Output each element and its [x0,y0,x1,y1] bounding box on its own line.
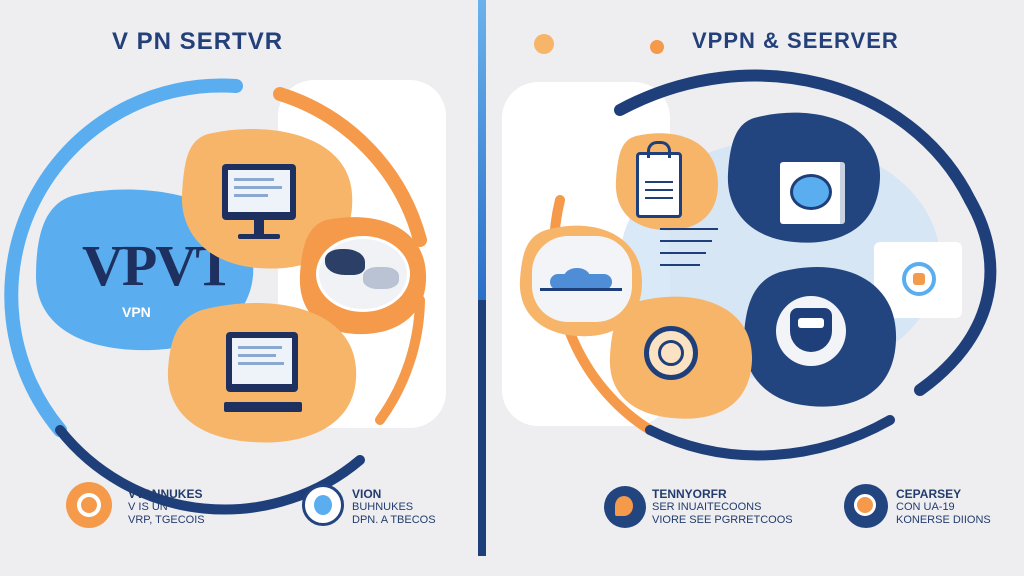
caption-1-icon [66,482,112,528]
badge-icon [790,174,832,210]
orange-dot-2 [650,40,664,54]
left-title: V PN SERTVR [112,28,284,55]
caption-4-line-2: CON UA-19 [896,501,955,513]
monitor-stand [254,220,264,234]
orange-dot-1 [534,34,554,54]
caption-3-line-3: VIORE SEE PGRRETCOOS [652,514,793,526]
cloud-icon [540,268,622,291]
lock-document-icon [636,141,682,218]
data-lines [660,228,720,266]
center-divider [478,0,486,556]
monitor-base [238,234,280,239]
caption-2-line-3: DPN. A TBECOS [352,514,436,526]
caption-3-line-1: TENNYORFR [652,487,727,501]
caption-4-line-3: KONERSE DIIONS [896,514,991,526]
caption-4: CEPARSEY CON UA-19 KONERSE DIIONS [896,488,991,527]
key-icon [644,326,698,380]
caption-2: VION BUHNUKES DPN. A TBECOS [352,488,436,527]
caption-1-line-1: VVANNUKES [128,487,203,501]
vpn-small-label: VPN [122,304,151,320]
chat-icon [902,262,936,296]
caption-4-icon [844,484,888,528]
caption-2-icon [302,484,344,526]
laptop-icon [226,332,298,392]
right-title: VPPN & SEERVER [692,28,899,53]
caption-3-line-2: SER INUAITECOONS [652,501,762,513]
caption-3: TENNYORFR SER INUAITECOONS VIORE SEE PGR… [652,488,793,527]
caption-1: VVANNUKES V IS UN VRP, TGECOIS [128,488,205,527]
shield-icon [776,296,846,366]
caption-2-line-2: BUHNUKES [352,501,414,513]
caption-1-line-3: VRP, TGECOIS [128,514,205,526]
caption-2-line-1: VION [352,487,382,501]
caption-1-line-2: V IS UN [128,501,168,513]
caption-4-line-1: CEPARSEY [896,487,962,501]
left-ring [4,78,427,515]
caption-3-icon [604,486,646,528]
globe-icon [316,236,410,312]
monitor-icon [222,164,296,220]
laptop-base [224,402,302,412]
